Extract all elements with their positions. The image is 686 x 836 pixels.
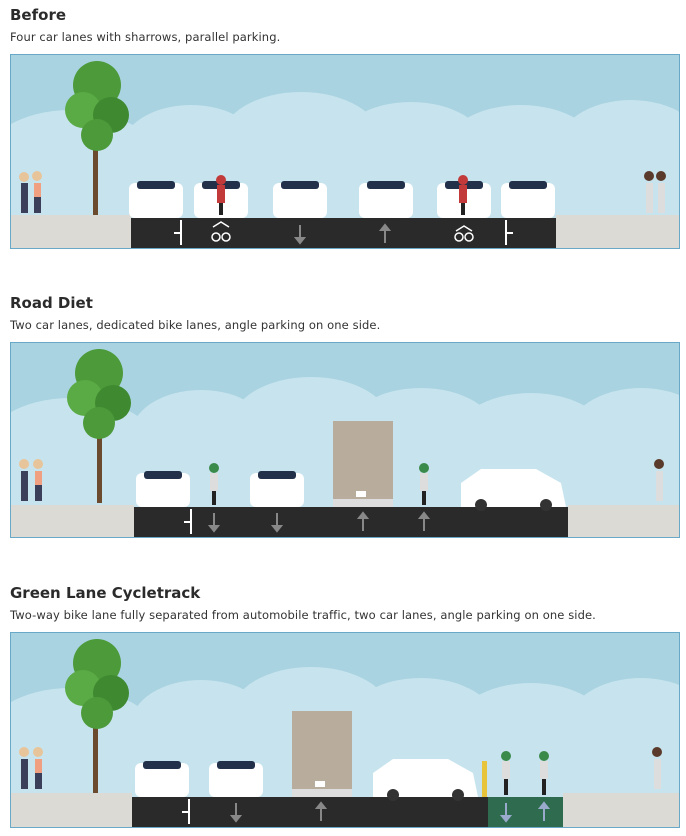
- street-section-illustration: [10, 632, 680, 828]
- section-description: Two car lanes, dedicated bike lanes, ang…: [10, 318, 381, 332]
- street-section-illustration: [10, 342, 680, 538]
- sidewalk-right: [556, 215, 679, 248]
- suv-icon: [461, 469, 566, 511]
- cyclist-icon: [501, 751, 511, 795]
- truck-icon: [292, 711, 352, 797]
- section-green-lane-cycletrack: Green Lane Cycletrack Two-way bike lane …: [10, 580, 680, 830]
- car-icon: [135, 761, 189, 797]
- roadway: [131, 218, 556, 248]
- section-description: Four car lanes with sharrows, parallel p…: [10, 30, 281, 44]
- arrow-up-icon: [356, 511, 370, 531]
- cyclist-icon: [539, 751, 549, 795]
- section-title: Road Diet: [10, 294, 93, 312]
- car-icon: [501, 181, 555, 218]
- arrow-up-icon: [314, 801, 328, 821]
- sharrow-icon: [454, 225, 474, 242]
- section-road-diet: Road Diet Two car lanes, dedicated bike …: [10, 290, 680, 540]
- bollard-icon: [482, 761, 487, 797]
- section-title: Green Lane Cycletrack: [10, 584, 201, 602]
- tree-icon: [67, 349, 131, 503]
- section-title: Before: [10, 6, 67, 24]
- cyclist-icon: [458, 175, 468, 215]
- cyclist-icon: [209, 463, 219, 505]
- arrow-down-icon: [499, 803, 513, 823]
- section-description: Two-way bike lane fully separated from a…: [10, 608, 596, 622]
- person-icon: [656, 171, 666, 213]
- tree-icon: [65, 61, 129, 215]
- tree-icon: [65, 639, 129, 793]
- arrow-down-icon: [270, 513, 284, 533]
- person-icon: [32, 171, 42, 213]
- sidewalk-left: [11, 215, 131, 248]
- cyclist-icon: [216, 175, 226, 215]
- car-icon: [359, 181, 413, 218]
- suv-icon: [373, 759, 478, 801]
- person-icon: [19, 747, 29, 789]
- arrow-up-icon: [378, 223, 392, 243]
- truck-icon: [333, 421, 393, 507]
- car-icon: [129, 181, 183, 218]
- car-icon: [273, 181, 327, 218]
- cycletrack: [488, 797, 563, 827]
- person-icon: [19, 172, 29, 213]
- person-icon: [644, 171, 654, 213]
- person-icon: [33, 747, 43, 789]
- person-icon: [33, 459, 43, 501]
- roadway: [134, 507, 568, 537]
- car-icon: [250, 471, 304, 507]
- car-icon: [209, 761, 263, 797]
- arrow-down-icon: [207, 513, 221, 533]
- roadway: [132, 797, 488, 827]
- arrow-up-icon: [537, 801, 551, 821]
- arrow-down-icon: [229, 803, 243, 823]
- person-icon: [652, 747, 662, 789]
- person-icon: [654, 459, 664, 501]
- sharrow-icon: [211, 221, 231, 242]
- person-icon: [19, 459, 29, 501]
- cyclist-icon: [419, 463, 429, 505]
- arrow-down-icon: [293, 225, 307, 245]
- car-icon: [136, 471, 190, 507]
- street-section-illustration: [10, 54, 680, 249]
- arrow-up-icon: [417, 511, 431, 531]
- section-before: Before Four car lanes with sharrows, par…: [10, 0, 680, 250]
- lane-markings: [174, 220, 513, 245]
